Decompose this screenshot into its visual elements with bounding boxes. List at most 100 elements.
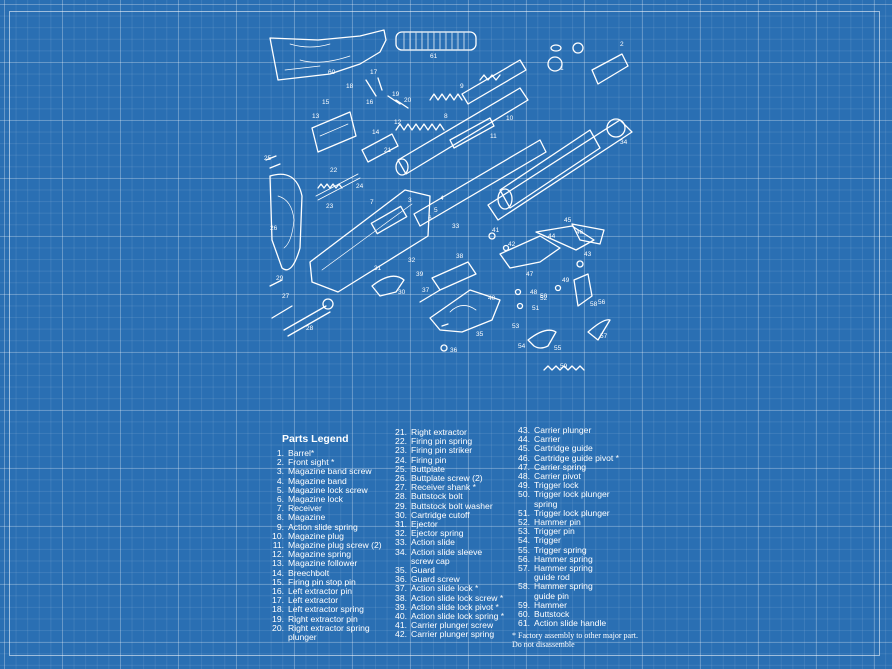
legend-item-number: 60. [518, 609, 530, 620]
legend-item-number: 47. [518, 461, 530, 472]
legend-item-label: Magazine lock screw [288, 484, 368, 495]
part-callout-24: 24 [356, 183, 364, 190]
legend-item-label: Magazine plug screw (2) [288, 540, 382, 551]
legend-item-number: 15. [272, 576, 284, 587]
part-callout-2: 2 [620, 41, 624, 48]
legend-item-label: Cartridge guide [534, 443, 593, 454]
legend-item: 60.Buttstock [512, 609, 652, 620]
legend-item-number: 14. [272, 567, 284, 578]
part-callout-42: 42 [508, 241, 516, 248]
part-callout-25: 25 [264, 155, 272, 162]
legend-item-number: 52. [518, 517, 530, 528]
legend-item: 11.Magazine plug screw (2) [266, 540, 386, 551]
legend-item-label: Cartridge guide pivot * [534, 452, 620, 463]
legend-item-number: 1. [276, 448, 284, 458]
legend-item-label: Buttplate [411, 463, 445, 474]
legend-item-label: Left extractor spring [288, 604, 364, 615]
legend-item: 52. Hammer pin [512, 517, 652, 528]
part-callout-4: 4 [440, 195, 444, 202]
legend-item-label: Ejector [411, 519, 438, 530]
part-callout-17: 17 [370, 69, 378, 76]
legend-item: 57.Hammer spring [512, 563, 652, 573]
legend-item-number: 16. [272, 586, 284, 597]
legend-item-label: Hammer pin [534, 517, 581, 528]
legend-item-number: 28. [395, 491, 407, 502]
part-callout-60: 60 [328, 69, 336, 76]
legend-item: 47.Carrier spring [512, 461, 652, 472]
legend-item-number: 10. [272, 530, 284, 541]
legend-item: 39.Action slide lock pivot * [389, 601, 514, 612]
legend-item-label: Hammer [534, 599, 567, 610]
legend-item-label: Action slide lock pivot * [411, 601, 499, 612]
legend-item-number: 42. [395, 629, 407, 640]
legend-item: 40.Action slide lock spring * [389, 611, 514, 621]
legend-item-label: Left extractor pin [288, 586, 353, 597]
legend-item: 26.Buttplate screw (2) [389, 473, 514, 484]
legend-item-label: Buttstock bolt washer [411, 500, 493, 511]
legend-item: 35. Guard [389, 565, 514, 576]
part-callout-8: 8 [444, 113, 448, 120]
action-slide-handle [395, 31, 477, 51]
legend-item: 33.Action slide [389, 538, 514, 547]
legend-item: 28. Buttstock bolt [389, 492, 514, 501]
legend-item: 44.Carrier [512, 434, 652, 444]
part-callout-20: 20 [404, 97, 412, 104]
part-callout-56: 56 [598, 299, 606, 306]
legend-item-number: 54. [518, 535, 530, 546]
legend-item-label: Buttplate screw (2) [411, 473, 483, 484]
legend-item-number: 17. [272, 595, 284, 606]
part-callout-30: 30 [398, 289, 406, 296]
part-callout-46: 46 [576, 229, 584, 236]
legend-item-label: Buttstock bolt [411, 491, 463, 502]
legend-item: 19.Right extractor pin [266, 613, 386, 624]
part-callout-29: 29 [276, 275, 284, 282]
legend-item-label: Action slide spring [288, 521, 358, 532]
legend-item-number: 50. [518, 489, 530, 500]
legend-item-label: Guard [411, 565, 435, 576]
buttplate [269, 173, 303, 271]
legend-item-label: Trigger lock plunger [534, 507, 610, 518]
part-callout-58: 58 [590, 301, 598, 308]
buttstock [269, 29, 387, 81]
legend-item-number: 43. [518, 425, 530, 435]
legend-item: 31.Ejector [389, 519, 514, 530]
legend-item-number: 5. [276, 484, 284, 495]
part-callout-10: 10 [506, 115, 514, 122]
legend-item: 58.Hammer spring [512, 582, 652, 591]
legend-item: 6.Magazine lock [266, 494, 386, 505]
legend-item-number: 35. [395, 565, 407, 576]
legend-item: 4.Magazine band [266, 476, 386, 486]
legend-item-number: 41. [395, 620, 407, 631]
legend-column-1: Parts Legend 1.Barrel*2.Front sight *3.M… [266, 433, 386, 642]
legend-item-number: 3. [276, 466, 284, 477]
legend-item: 54.Trigger [512, 536, 652, 545]
legend-item-label: Trigger lock plunger [534, 489, 610, 500]
part-callout-12: 12 [394, 119, 402, 126]
action-slide [413, 139, 547, 227]
legend-item: 36.Guard screw [389, 575, 514, 584]
legend-item-label: Magazine plug [288, 530, 344, 541]
part-callout-1: 1 [560, 65, 564, 72]
part-callout-6: 6 [428, 215, 432, 222]
legend-item-number: 8. [276, 512, 284, 523]
legend-item-continuation: guide rod [534, 572, 570, 583]
legend-item-number: 32. [395, 528, 407, 539]
legend-item: 14.Breechbolt [266, 567, 386, 578]
legend-item-label: Left extractor [288, 595, 339, 606]
magazine-spring [395, 123, 445, 131]
legend-item-number: 19. [272, 613, 284, 624]
legend-item-number: 6. [276, 494, 284, 505]
legend-item-number: 38. [395, 592, 407, 603]
part-callout-41: 41 [492, 227, 500, 234]
legend-item: 37.Action slide lock * [389, 584, 514, 593]
legend-item-number: 46. [518, 452, 530, 463]
legend-item: 25.Buttplate [389, 463, 514, 474]
legend-note: * Factory assembly to other major part. … [512, 631, 638, 650]
part-callout-39: 39 [416, 271, 424, 278]
part-callout-21: 21 [384, 147, 392, 154]
legend-item-label: Front sight * [288, 457, 335, 468]
part-callout-32: 32 [408, 257, 416, 264]
